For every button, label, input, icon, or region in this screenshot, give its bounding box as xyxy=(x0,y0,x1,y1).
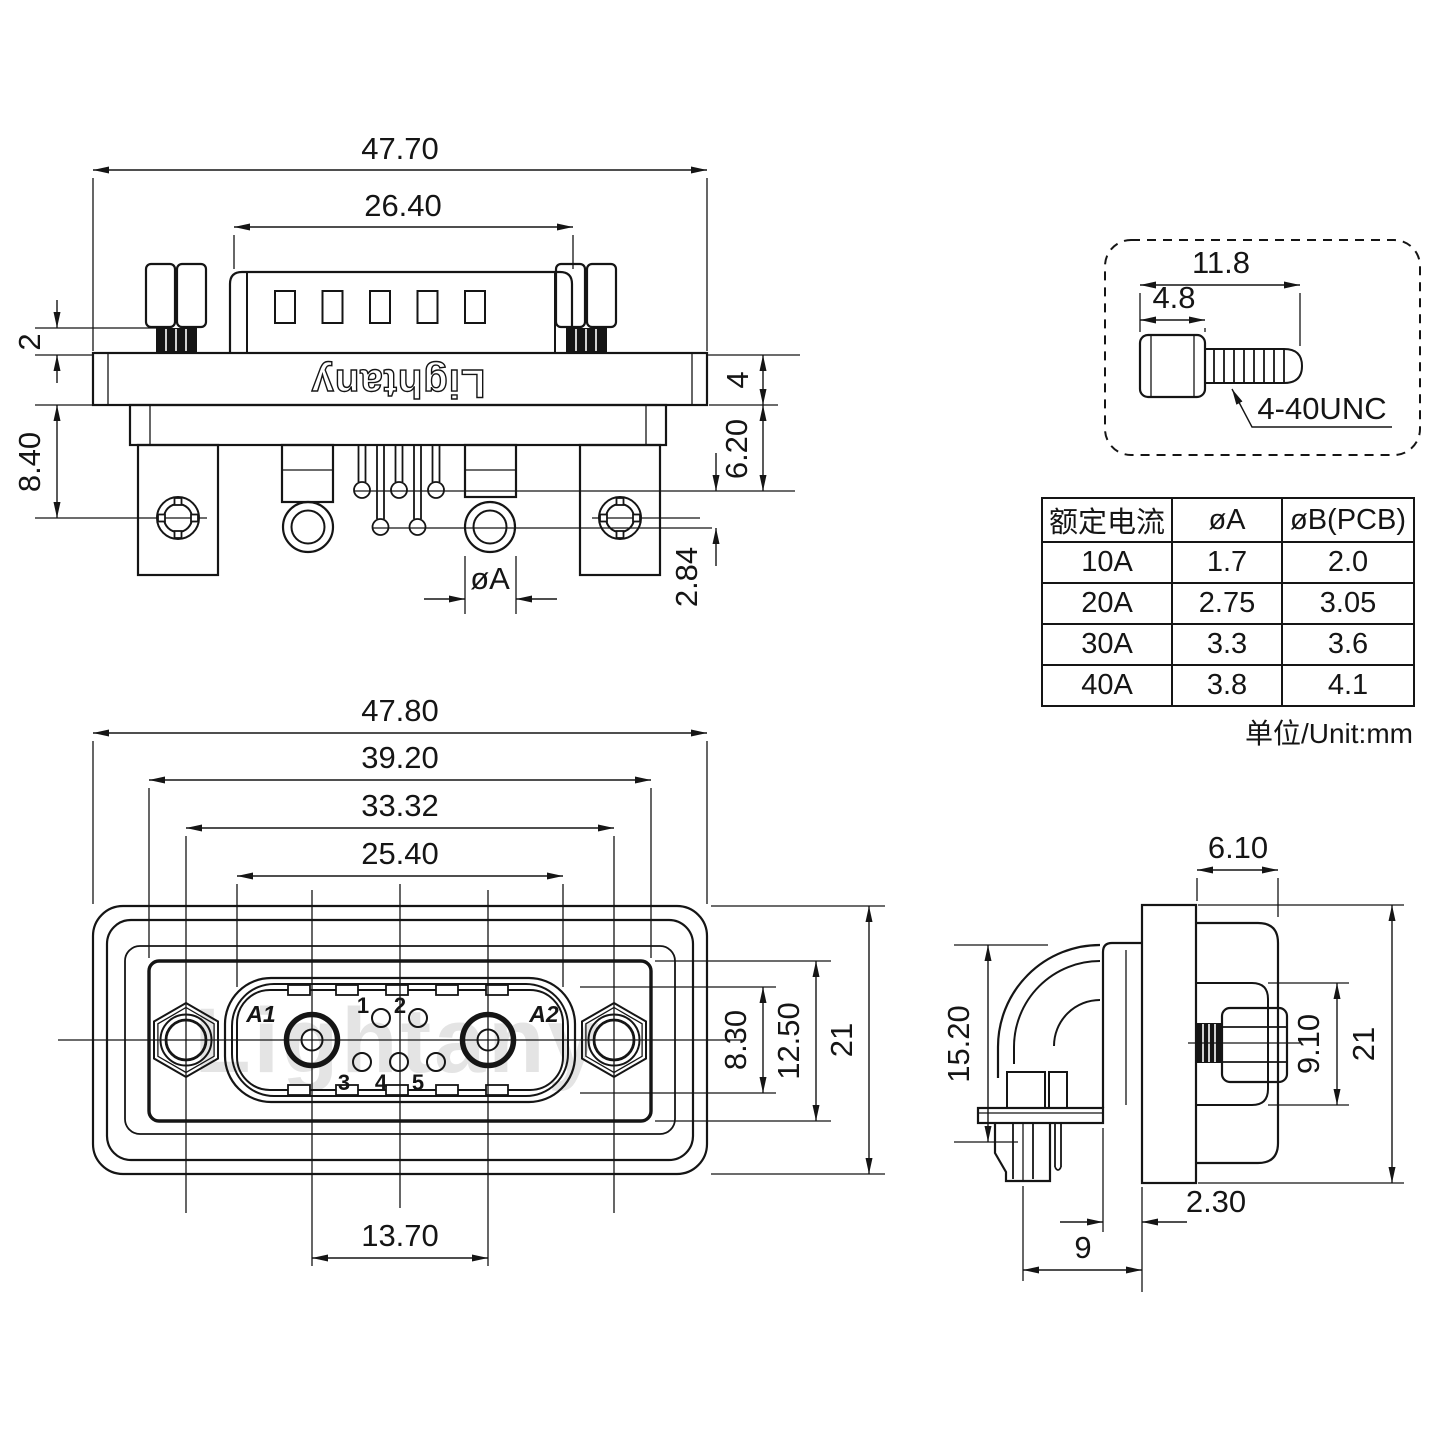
signal-pins xyxy=(353,445,445,536)
spec-cell: 4.1 xyxy=(1281,664,1415,707)
left-thumbscrew xyxy=(144,262,208,352)
label-pin5: 5 xyxy=(412,1070,424,1095)
dim-top-throat: 6.20 xyxy=(719,419,754,479)
dim-front-total-height: 21 xyxy=(824,1023,859,1057)
brand-engraving: Lightany xyxy=(311,361,486,405)
dim-front-insert-width: 25.40 xyxy=(361,836,439,871)
dim-top-bracket: 8.40 xyxy=(12,432,47,492)
front-signal-pins xyxy=(352,1008,446,1072)
right-mount-hole xyxy=(598,496,642,540)
spec-header-current: 额定电流 xyxy=(1041,497,1173,543)
left-hex-nut xyxy=(153,1001,219,1079)
dim-front-contact-pitch: 13.70 xyxy=(361,1218,439,1253)
spec-row: 40A 3.8 4.1 xyxy=(1041,664,1415,707)
spec-cell: 3.6 xyxy=(1281,623,1415,666)
spec-cell: 2.0 xyxy=(1281,541,1415,584)
label-pin4: 4 xyxy=(375,1070,388,1095)
dim-front-insert-height: 8.30 xyxy=(718,1010,753,1070)
spec-table: 额定电流 øA øB(PCB) 10A 1.7 2.0 20A 2.75 3.0… xyxy=(1041,497,1415,707)
label-pin2: 2 xyxy=(394,993,406,1018)
left-mount-hole xyxy=(156,496,200,540)
spec-header-phi-a: øA xyxy=(1171,497,1283,543)
spec-header-phi-b: øB(PCB) xyxy=(1281,497,1415,543)
spec-row: 20A 2.75 3.05 xyxy=(1041,582,1415,625)
dim-screw-total: 11.8 xyxy=(1192,245,1250,280)
spec-row: 30A 3.3 3.6 xyxy=(1041,623,1415,666)
dim-front-flange-width: 39.20 xyxy=(361,740,439,775)
spec-cell: 3.8 xyxy=(1171,664,1283,707)
dim-top-flange-thk: 4 xyxy=(720,371,755,388)
right-hex-nut xyxy=(581,1001,647,1079)
dim-screw-head: 4.8 xyxy=(1152,280,1195,315)
dim-top-contact-dia: øA xyxy=(470,561,510,596)
spec-cell: 30A xyxy=(1041,623,1173,666)
dim-top-total-width: 47.70 xyxy=(361,131,439,166)
label-a1: A1 xyxy=(245,1001,275,1027)
dim-side-total-height: 21 xyxy=(1346,1027,1381,1061)
dim-front-mount-spacing: 33.32 xyxy=(361,788,439,823)
dim-top-lip: 2 xyxy=(12,333,47,350)
spec-row: 10A 1.7 2.0 xyxy=(1041,541,1415,584)
label-pin3: 3 xyxy=(338,1070,350,1095)
front-view: Lightany 47.80 39.20 33.32 25.40 xyxy=(58,693,885,1266)
contact-a1 xyxy=(283,1011,341,1069)
dim-side-pin-to-flange: 9 xyxy=(1074,1230,1091,1265)
right-thumbscrew xyxy=(554,262,618,352)
spec-cell: 20A xyxy=(1041,582,1173,625)
label-a2: A2 xyxy=(528,1001,559,1027)
spec-cell: 3.3 xyxy=(1171,623,1283,666)
dim-side-rear-depth: 6.10 xyxy=(1208,830,1268,865)
screw-detail: 11.8 4.8 4-40UNC xyxy=(1104,239,1421,456)
spec-cell: 40A xyxy=(1041,664,1173,707)
dim-side-body-height: 15.20 xyxy=(941,1005,976,1083)
unit-note: 单位/Unit:mm xyxy=(1244,718,1413,749)
spec-cell: 3.05 xyxy=(1281,582,1415,625)
dim-side-panel-gap: 2.30 xyxy=(1186,1184,1246,1219)
label-pin1: 1 xyxy=(357,993,369,1018)
side-view: 6.10 9.10 21 xyxy=(941,830,1404,1292)
dim-front-total-width: 47.80 xyxy=(361,693,439,728)
dim-top-body-width: 26.40 xyxy=(364,188,442,223)
watermark: Lightany xyxy=(194,990,601,1092)
spec-cell: 1.7 xyxy=(1171,541,1283,584)
contact-a2 xyxy=(459,1011,517,1069)
spec-cell: 10A xyxy=(1041,541,1173,584)
dim-front-boss-height: 12.50 xyxy=(771,1002,806,1080)
thread-spec-label: 4-40UNC xyxy=(1257,391,1386,426)
dim-side-screw-head: 9.10 xyxy=(1291,1014,1326,1074)
power-contact-posts xyxy=(280,443,518,554)
spec-header-row: 额定电流 øA øB(PCB) xyxy=(1041,497,1415,543)
dim-top-pin-stagger: 2.84 xyxy=(669,547,704,607)
spec-cell: 2.75 xyxy=(1171,582,1283,625)
top-view: 47.70 26.40 xyxy=(12,131,800,614)
